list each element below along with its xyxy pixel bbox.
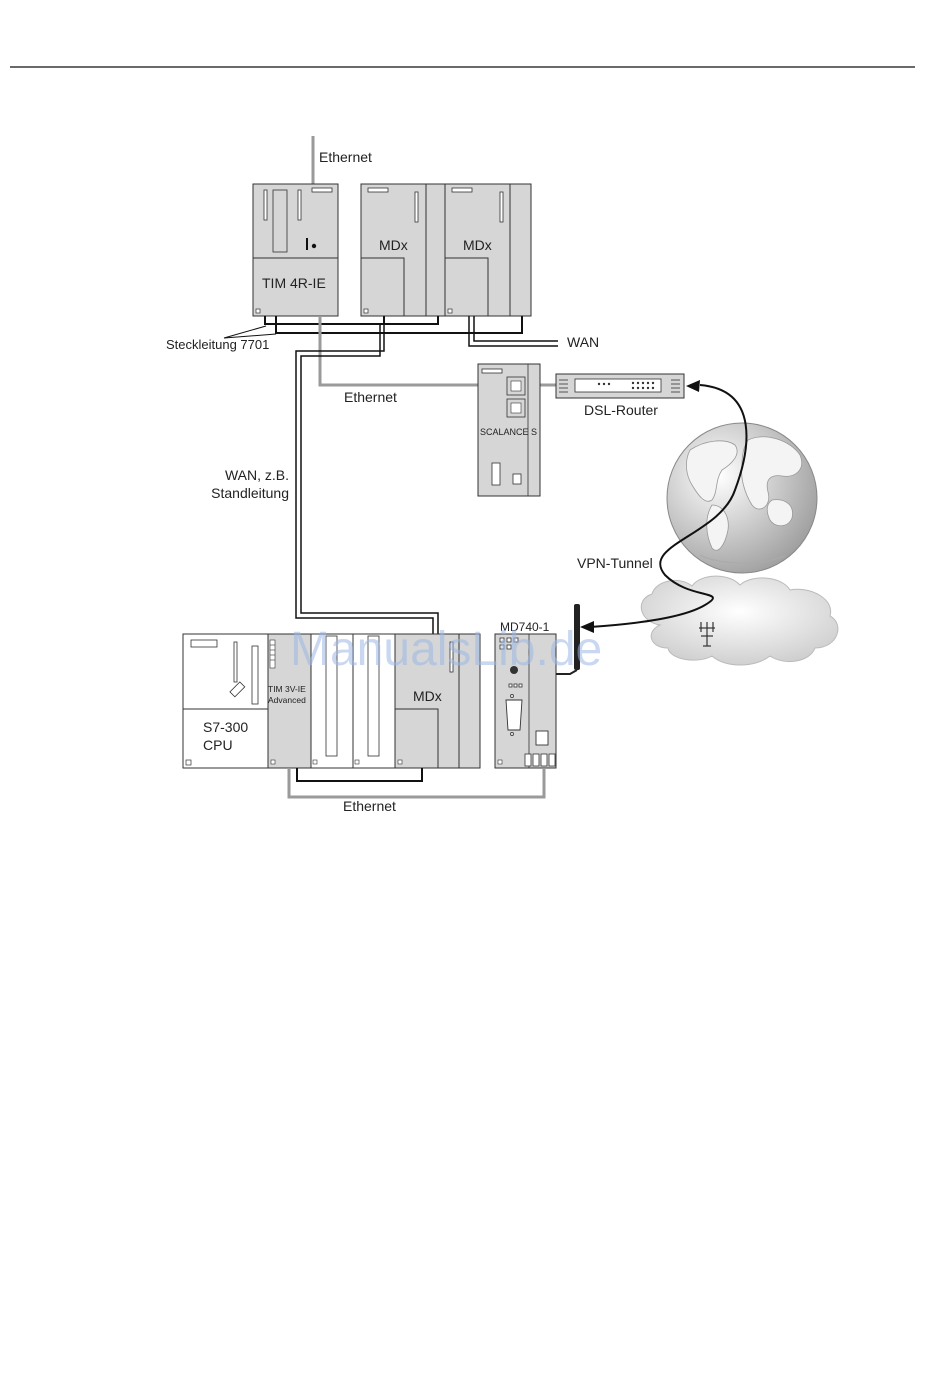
steckleitung-cables [265,316,522,333]
watermark-text: ManualsLib.de [290,623,602,676]
mdx-module-1: MDx [361,184,445,316]
dsl-router [556,374,684,398]
scalance-label: SCALANCE S [480,427,537,437]
tim3v-label-2: Advanced [268,695,306,705]
wan-right-label: WAN [567,334,599,350]
tim4r-module: TIM 4R-IE [253,184,338,316]
ethernet-mid-label: Ethernet [344,389,397,405]
wan-standleitung-cable [296,324,438,636]
cloud-icon [641,576,838,665]
s7-cpu-label-2: CPU [203,737,233,753]
standleitung-label: Standleitung [211,485,289,501]
vpn-arrow-router [686,380,700,392]
mdx-1-label: MDx [379,237,408,253]
ethernet-bottom-label: Ethernet [343,798,396,814]
mdx-3-label: MDx [413,688,442,704]
ethernet-bottom-cable [289,768,544,797]
wan-right-cable [469,316,558,346]
globe-icon [667,423,817,573]
vpn-tunnel-label: VPN-Tunnel [577,555,653,571]
tim4r-label: TIM 4R-IE [262,275,326,291]
tim3v-label-1: TIM 3V-IE [268,684,306,694]
s7-300-cpu-module: S7-300 CPU [183,634,268,768]
ethernet-top-label: Ethernet [319,149,372,165]
wan-zb-label: WAN, z.B. [225,467,289,483]
scalance-s-module: SCALANCE S [478,364,540,496]
mdx-module-2: MDx [445,184,531,316]
s7-cpu-label-1: S7-300 [203,719,248,735]
steckleitung-label: Steckleitung 7701 [166,337,269,352]
mdx-2-label: MDx [463,237,492,253]
dsl-router-label: DSL-Router [584,402,658,418]
bottom-steckleitung-cable [297,768,422,781]
